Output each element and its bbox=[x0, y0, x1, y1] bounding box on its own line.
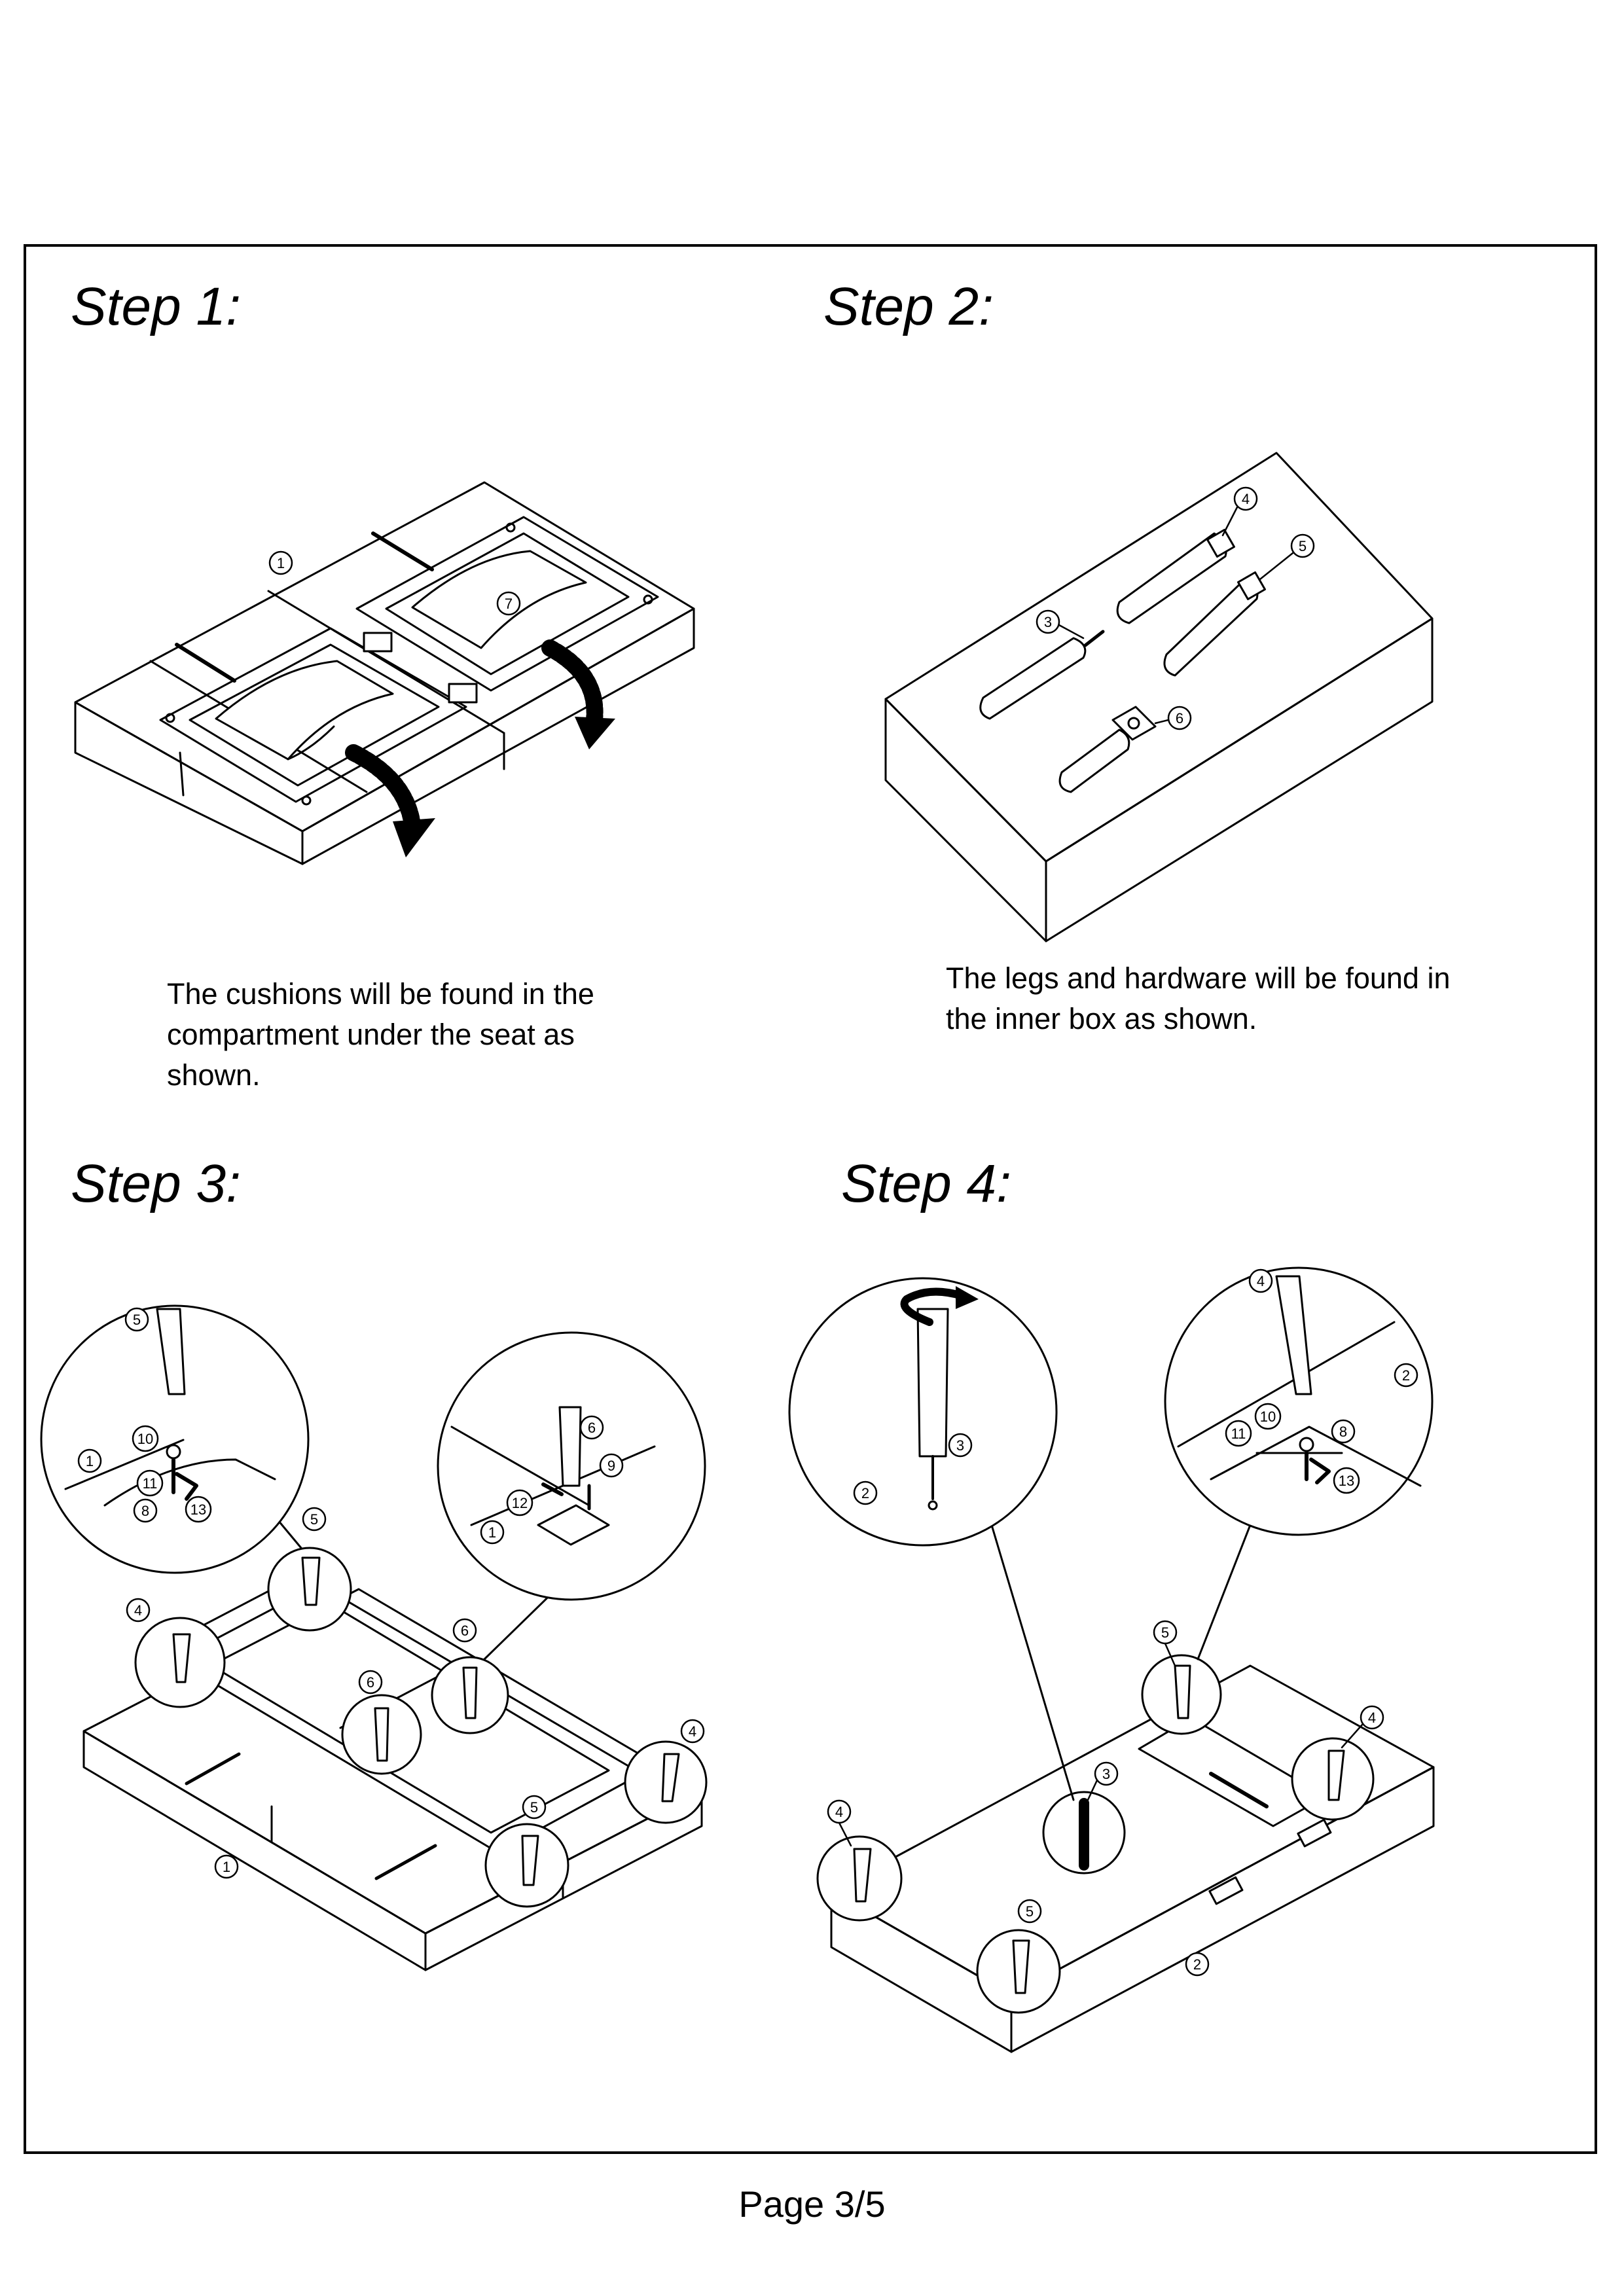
callout-label: 4 bbox=[835, 1804, 843, 1820]
callout-label: 3 bbox=[1044, 614, 1052, 630]
zoom-circle bbox=[40, 1304, 310, 1574]
seat-compartment-left bbox=[159, 627, 467, 803]
callout-label: 8 bbox=[1339, 1424, 1347, 1440]
mounting-plate bbox=[537, 1504, 610, 1546]
callout-label: 4 bbox=[134, 1602, 142, 1619]
fold-arrow-icon bbox=[541, 639, 604, 728]
caption-line: the inner box as shown. bbox=[946, 1002, 1257, 1035]
caption-line: The legs and hardware will be found in bbox=[946, 961, 1451, 995]
step-1-caption: The cushions will be found in the compar… bbox=[167, 974, 594, 1096]
callout-label: 4 bbox=[1242, 491, 1250, 507]
callout-label: 5 bbox=[133, 1312, 141, 1328]
callout-label: 6 bbox=[1176, 710, 1183, 726]
callout-label: 7 bbox=[505, 596, 513, 612]
callout-label: 5 bbox=[310, 1511, 318, 1528]
callouts bbox=[77, 486, 1418, 1977]
callout-label: 2 bbox=[861, 1485, 869, 1501]
step-2-caption: The legs and hardware will be found in t… bbox=[946, 958, 1450, 1039]
callout-label: 1 bbox=[488, 1524, 496, 1541]
hinge bbox=[363, 632, 393, 653]
callout-label: 6 bbox=[367, 1674, 374, 1691]
callout-label: 6 bbox=[588, 1420, 596, 1436]
page-number: Page 3/5 bbox=[738, 2183, 886, 2225]
caption-line: The cushions will be found in the bbox=[167, 977, 594, 1011]
hinge bbox=[448, 683, 478, 704]
leg-3 bbox=[979, 637, 1087, 720]
sofa-base bbox=[830, 1664, 1435, 1996]
step-1-illustration bbox=[74, 481, 695, 865]
callout-label: 5 bbox=[530, 1799, 538, 1816]
step-4-illustration bbox=[788, 1266, 1435, 2053]
callout-label: 1 bbox=[277, 555, 285, 571]
mounting-plate bbox=[1111, 706, 1157, 741]
callout-label: 2 bbox=[1193, 1956, 1201, 1973]
step-2-illustration bbox=[884, 452, 1434, 942]
callout-label: 9 bbox=[607, 1458, 615, 1474]
callout-label: 5 bbox=[1161, 1624, 1169, 1641]
seat-compartment-right bbox=[355, 516, 659, 692]
callout-label: 11 bbox=[1231, 1426, 1246, 1442]
callout-label: 1 bbox=[86, 1453, 94, 1469]
callout-label: 10 bbox=[1260, 1408, 1276, 1425]
caption-line: compartment under the seat as bbox=[167, 1018, 575, 1051]
callout-label: 3 bbox=[1102, 1766, 1110, 1782]
callout-label: 1 bbox=[223, 1859, 230, 1875]
callout-label: 11 bbox=[143, 1475, 158, 1492]
callout-label: 13 bbox=[190, 1501, 206, 1518]
leg-6 bbox=[1058, 728, 1130, 793]
rotate-arrow-icon bbox=[900, 1287, 966, 1326]
callout-label: 13 bbox=[1339, 1473, 1354, 1489]
step-3-title: Step 3: bbox=[71, 1154, 241, 1213]
step-1-title: Step 1: bbox=[71, 277, 241, 336]
callout-label: 4 bbox=[689, 1723, 696, 1740]
callout-label: 3 bbox=[956, 1437, 964, 1454]
callout-label: 10 bbox=[137, 1431, 153, 1447]
callout-label: 8 bbox=[141, 1503, 149, 1519]
callout-label: 4 bbox=[1257, 1273, 1265, 1289]
step-2-title: Step 2: bbox=[823, 277, 994, 336]
fold-arrow-icon bbox=[345, 744, 421, 833]
inner-box bbox=[884, 452, 1434, 863]
callout-label: 2 bbox=[1402, 1367, 1410, 1384]
step-4-title: Step 4: bbox=[841, 1154, 1011, 1213]
page-frame bbox=[24, 244, 1597, 2154]
callout-label: 12 bbox=[512, 1495, 528, 1511]
callout-labels: 1 7 4 5 3 6 5 10 1 11 8 13 6 9 12 1 5 4 … bbox=[86, 491, 1410, 1973]
callout-label: 5 bbox=[1299, 538, 1307, 554]
caption-line: shown. bbox=[167, 1058, 261, 1092]
callout-label: 5 bbox=[1026, 1903, 1034, 1920]
callout-label: 6 bbox=[461, 1623, 469, 1639]
callout-label: 4 bbox=[1368, 1710, 1376, 1726]
step-3-illustration bbox=[40, 1304, 708, 1971]
